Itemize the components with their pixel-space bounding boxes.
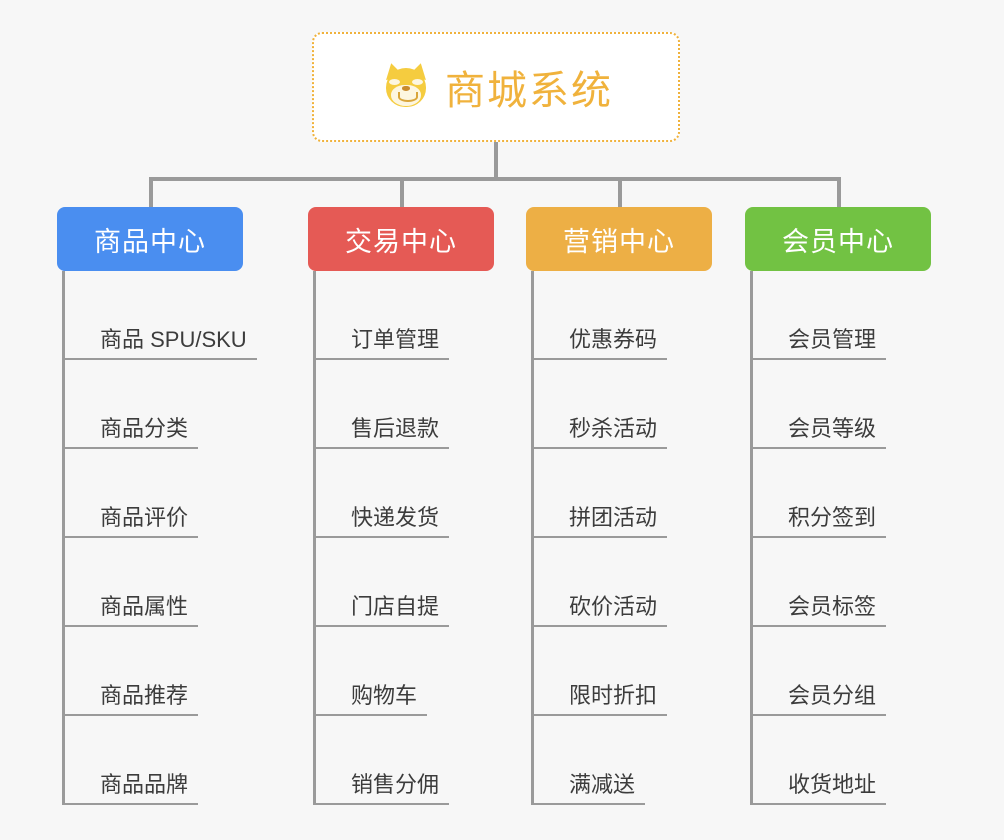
branch-items-4: 会员管理 会员等级 积分签到 会员标签 会员分组 收货地址 (745, 271, 931, 805)
list-item[interactable]: 商品 SPU/SKU (57, 271, 257, 360)
list-item[interactable]: 秒杀活动 (526, 360, 712, 449)
leaf-underline (313, 625, 450, 627)
list-item[interactable]: 拼团活动 (526, 449, 712, 538)
branch-rail-2 (313, 271, 316, 805)
leaf-underline (750, 714, 887, 716)
leaf-underline (313, 803, 450, 805)
list-item[interactable]: 会员分组 (745, 627, 931, 716)
list-item[interactable]: 商品分类 (57, 360, 243, 449)
list-item[interactable]: 满减送 (526, 716, 712, 805)
root-title: 商城系统 (445, 69, 613, 113)
leaf-underline (62, 714, 199, 716)
branch-rail-4 (750, 271, 753, 805)
list-item[interactable]: 商品推荐 (57, 627, 243, 716)
leaf-underline (750, 625, 887, 627)
branch-rail-3 (531, 271, 534, 805)
leaf-underline (750, 358, 887, 360)
leaf-underline (313, 358, 450, 360)
branch-header-4[interactable]: 会员中心 (745, 207, 931, 271)
shiba-dog-icon (379, 61, 431, 113)
connector-horizontal-bus (149, 177, 841, 181)
list-item[interactable]: 积分签到 (745, 449, 931, 538)
leaf-underline (62, 358, 257, 360)
branch-items-2: 订单管理 售后退款 快递发货 门店自提 购物车 销售分佣 (308, 271, 494, 805)
connector-drop-4 (837, 177, 841, 207)
list-item[interactable]: 砍价活动 (526, 538, 712, 627)
leaf-underline (531, 447, 668, 449)
branch-header-label: 营销中心 (563, 226, 675, 257)
list-item[interactable]: 商品评价 (57, 449, 243, 538)
leaf-underline (313, 714, 428, 716)
connector-drop-2 (400, 177, 404, 207)
leaf-underline (62, 447, 199, 449)
branch-column-1: 商品中心 商品 SPU/SKU 商品分类 商品评价 商品属性 商品推荐 (57, 207, 257, 805)
leaf-underline (62, 536, 199, 538)
list-item[interactable]: 会员等级 (745, 360, 931, 449)
branch-column-2: 交易中心 订单管理 售后退款 快递发货 门店自提 购物车 (308, 207, 494, 805)
list-item[interactable]: 限时折扣 (526, 627, 712, 716)
branch-column-4: 会员中心 会员管理 会员等级 积分签到 会员标签 会员分组 (745, 207, 931, 805)
branch-rail-1 (62, 271, 65, 805)
branch-items-3: 优惠券码 秒杀活动 拼团活动 砍价活动 限时折扣 满减送 (526, 271, 712, 805)
leaf-underline (750, 803, 887, 805)
leaf-underline (750, 536, 887, 538)
list-item[interactable]: 会员管理 (745, 271, 931, 360)
leaf-underline (62, 625, 199, 627)
leaf-underline (750, 447, 887, 449)
leaf-underline (531, 714, 668, 716)
connector-drop-1 (149, 177, 153, 207)
connector-drop-3 (618, 177, 622, 207)
list-item[interactable]: 销售分佣 (308, 716, 494, 805)
leaf-underline (531, 358, 668, 360)
branch-header-1[interactable]: 商品中心 (57, 207, 243, 271)
list-item[interactable]: 商品品牌 (57, 716, 243, 805)
root-node[interactable]: 商城系统 (312, 32, 680, 142)
branch-column-3: 营销中心 优惠券码 秒杀活动 拼团活动 砍价活动 限时折扣 (526, 207, 712, 805)
connector-root-stem (494, 142, 498, 179)
list-item[interactable]: 门店自提 (308, 538, 494, 627)
branch-header-3[interactable]: 营销中心 (526, 207, 712, 271)
list-item[interactable]: 售后退款 (308, 360, 494, 449)
branch-header-label: 商品中心 (94, 226, 206, 257)
list-item[interactable]: 购物车 (308, 627, 494, 716)
leaf-underline (531, 536, 668, 538)
branch-items-1: 商品 SPU/SKU 商品分类 商品评价 商品属性 商品推荐 商品品牌 (57, 271, 257, 805)
list-item[interactable]: 快递发货 (308, 449, 494, 538)
list-item[interactable]: 会员标签 (745, 538, 931, 627)
leaf-underline (531, 625, 668, 627)
list-item[interactable]: 商品属性 (57, 538, 243, 627)
branch-header-label: 交易中心 (345, 226, 457, 257)
list-item[interactable]: 收货地址 (745, 716, 931, 805)
list-item[interactable]: 优惠券码 (526, 271, 712, 360)
list-item[interactable]: 订单管理 (308, 271, 494, 360)
leaf-underline (62, 803, 199, 805)
leaf-underline (313, 536, 450, 538)
branch-header-label: 会员中心 (782, 226, 894, 257)
branch-header-2[interactable]: 交易中心 (308, 207, 494, 271)
leaf-underline (313, 447, 450, 449)
leaf-underline (531, 803, 646, 805)
